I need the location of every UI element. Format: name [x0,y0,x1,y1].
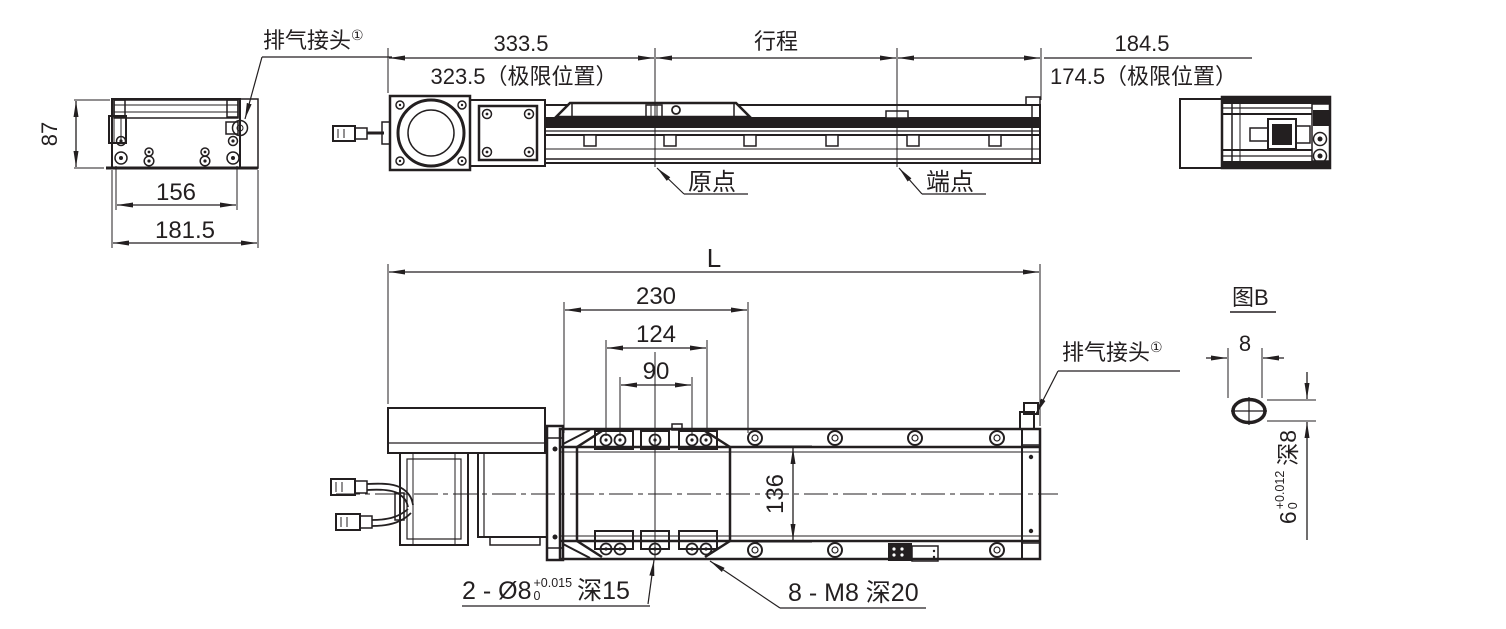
dim-124: 124 [635,321,677,348]
dim-184-5: 184.5 [1114,31,1170,56]
bottom-view [330,264,1180,609]
left-end-view [73,56,392,248]
motor-assembly-bottom [387,407,548,546]
detail-b-dim-8: 8 [1238,331,1252,356]
detail-b-title: 图B [1232,285,1269,310]
pin-hole-note: 2 - Ø8 +0.015 0 深15 [462,575,630,606]
exhaust-fitting-label-top: 排气接头① [263,27,364,53]
thread-hole-note: 8 - M8 深20 [788,579,919,607]
dim-181-5: 181.5 [154,217,216,244]
exhaust-fitting-bottom-view [1019,402,1039,430]
dim-174-5-limit: 174.5（极限位置） [1050,64,1238,89]
detail-b-slot-note: 6 +0.012 0 深8 [1273,429,1302,525]
dim-90: 90 [642,358,670,385]
dim-136: 136 [761,473,789,515]
left-view-dimensions [73,99,259,248]
exhaust-fitting-label-bottom: 排气接头① [1062,339,1163,365]
dim-230: 230 [635,283,677,310]
rail-counterbore-holes [747,430,1005,558]
sensor-connector [888,543,939,562]
tolerance-lower: 0 [533,588,541,603]
motor-housing [388,94,472,172]
pin-hole-leader [462,559,655,607]
slot-tolerance: +0.012 0 [1273,471,1300,510]
pin-hole-note-prefix: 2 - Ø8 [462,577,532,605]
motor-flange-circle [396,98,466,168]
end-leader [898,167,986,195]
thread-hole-leader [709,560,926,609]
footnote-ref: ① [351,27,364,43]
bottom-dimensions [387,264,1041,558]
dim-stroke: 行程 [753,29,799,54]
footnote-ref: ① [1150,339,1163,355]
origin-label: 原点 [688,169,736,196]
origin-leader [656,167,748,195]
pin-hole-tolerance: +0.015 0 [533,575,573,603]
carriage-bottom [575,423,732,559]
right-end-view [1179,95,1332,170]
top-side-view [332,48,1252,195]
tolerance-upper: +0.015 [533,575,573,590]
exhaust-fitting-text: 排气接头 [1062,340,1151,365]
motor-flange-bottom [545,424,565,562]
top-dimension-chain [387,48,1252,167]
slot-depth: 深8 [1275,429,1302,466]
dim-323-5-limit: 323.5（极限位置） [430,64,618,89]
exhaust-fitting-text: 排气接头 [263,28,352,53]
exhaust-leader-bottom [1035,370,1180,415]
end-label: 端点 [926,169,974,196]
exhaust-fitting-left-view [225,119,249,137]
detail-b-view [1206,311,1316,540]
slot-width: 6 [1275,511,1302,525]
dim-333-5: 333.5 [493,31,549,56]
dim-156: 156 [155,179,197,206]
bolt-holes [114,135,240,167]
motor-cable-connector [332,121,391,145]
carriage-side [552,101,754,119]
dim-L: L [706,243,722,273]
rail-body-side [544,96,1041,164]
gear-housing [469,99,546,167]
tolerance-lower: 0 [1286,502,1300,510]
dim-87: 87 [36,121,62,147]
exhaust-leader-top [244,56,392,120]
carriage-mount-holes [599,433,713,556]
pin-hole-note-depth: 深15 [577,577,630,605]
cable-connectors [330,478,414,531]
